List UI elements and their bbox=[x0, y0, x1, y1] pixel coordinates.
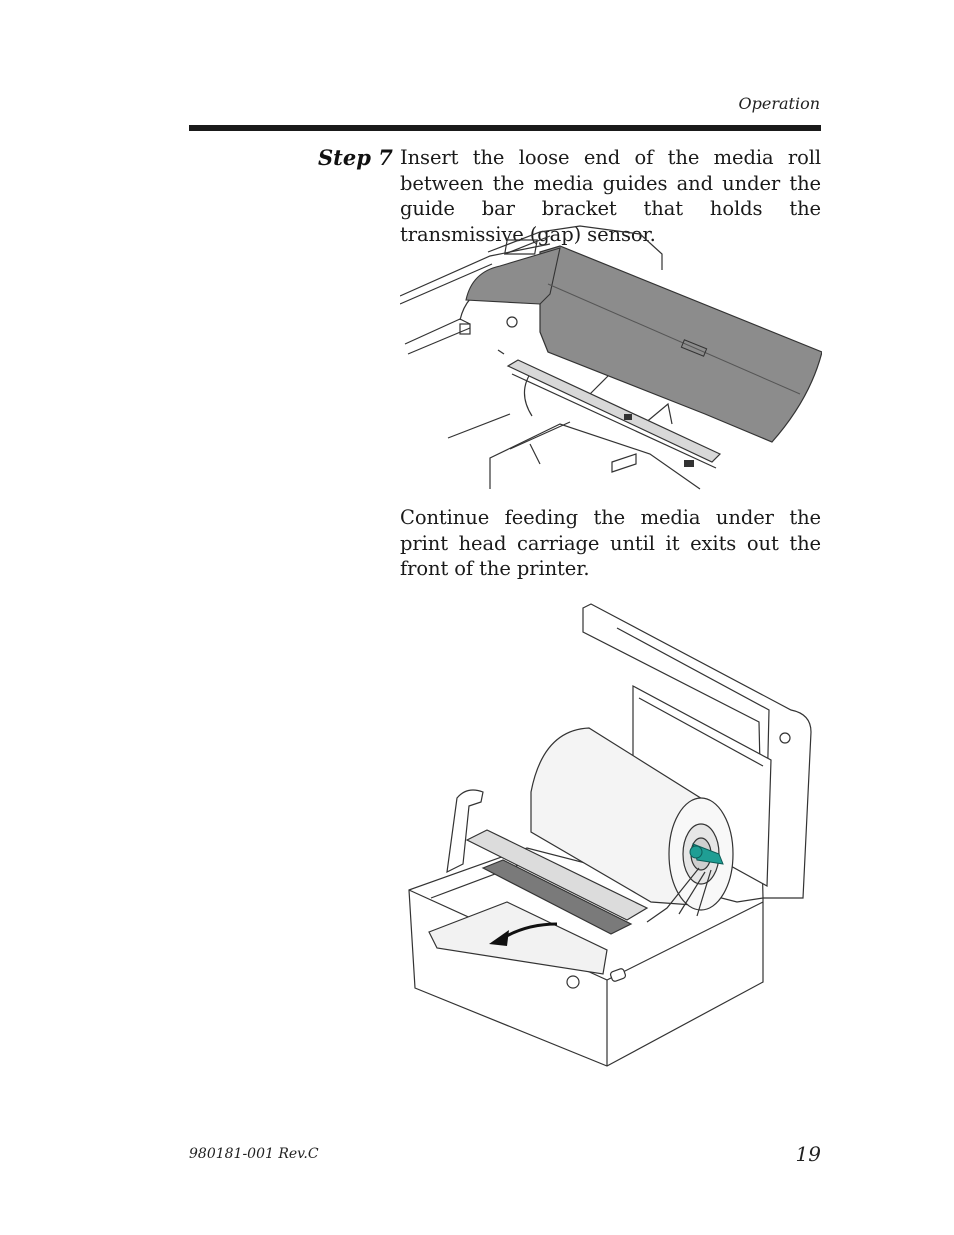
media-guide-illustration bbox=[400, 225, 822, 490]
feed-direction-arrow-icon bbox=[489, 922, 558, 946]
continue-feeding-text: Continue feeding the media under the pri… bbox=[400, 506, 821, 580]
footer-document-number: 980181-001 Rev.C bbox=[189, 1146, 319, 1162]
step-instruction: Insert the loose end of the media roll b… bbox=[400, 146, 821, 246]
footer-page-number: 19 bbox=[795, 1142, 821, 1166]
printer-roll-illustration bbox=[408, 603, 812, 1067]
header-section-title: Operation bbox=[738, 94, 821, 113]
step-label: Step 7 bbox=[318, 145, 393, 170]
header-rule bbox=[189, 125, 821, 131]
